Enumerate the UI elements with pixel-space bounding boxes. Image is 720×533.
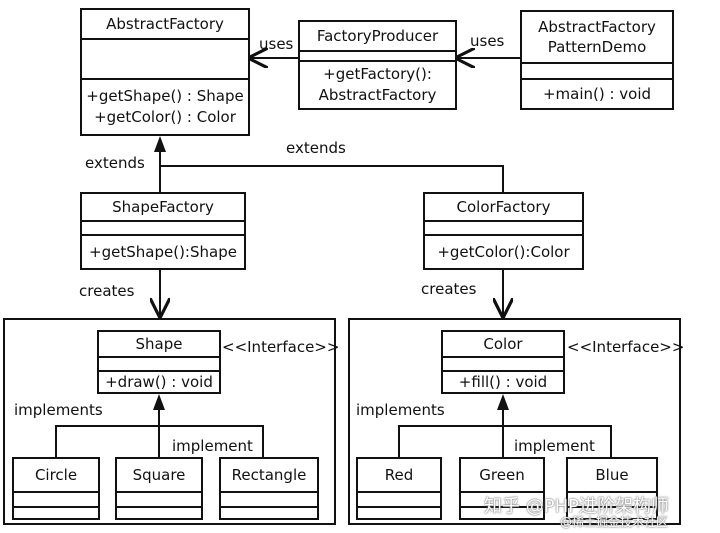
shape-package-frame [3, 318, 336, 525]
blue-class: Blue [566, 457, 658, 520]
color-interface-name: Color [443, 332, 563, 358]
circle-class: Circle [12, 457, 100, 520]
shape-factory-name: ShapeFactory [82, 194, 244, 222]
watermark-line1: 知乎 @PHP进阶架构师 [484, 496, 669, 517]
watermark-line2: @稀土掘金技术社区 [560, 515, 669, 529]
extends-arrowhead [154, 136, 166, 152]
creates-label-left: creates [79, 282, 135, 300]
extends-line-colorfactory [160, 165, 504, 192]
abstract-factory-op-getcolor: +getColor() : Color [94, 108, 236, 126]
implements-label-left: implements [14, 401, 103, 419]
pattern-demo-class: AbstractFactory PatternDemo +main() : vo… [520, 10, 674, 110]
color-factory-op-getcolor: +getColor():Color [437, 242, 570, 261]
rectangle-class: Rectangle [219, 457, 319, 520]
pattern-demo-name-line1: AbstractFactory [538, 18, 656, 36]
pattern-demo-name: AbstractFactory PatternDemo [522, 12, 672, 64]
shape-interface: Shape +draw() : void [97, 330, 221, 394]
circle-name: Circle [14, 459, 98, 493]
shape-stereotype: <<Interface>> [222, 338, 340, 356]
shape-interface-name: Shape [99, 332, 219, 358]
implements-line-circle [55, 425, 264, 457]
creates-label-right: creates [421, 280, 477, 298]
abstract-factory-name: AbstractFactory [82, 10, 248, 40]
color-op-fill: +fill() : void [458, 372, 548, 391]
shape-factory-class: ShapeFactory +getShape():Shape [80, 192, 246, 270]
green-name: Green [461, 459, 543, 493]
color-interface: Color +fill() : void [441, 330, 565, 394]
red-name: Red [358, 459, 440, 493]
factory-producer-class: FactoryProducer +getFactory(): AbstractF… [298, 20, 457, 110]
uses-label-1: uses [259, 35, 294, 53]
rectangle-name: Rectangle [221, 459, 317, 493]
pattern-demo-name-line2: PatternDemo [547, 38, 647, 56]
implement-label-right: implement [514, 437, 595, 455]
red-class: Red [356, 457, 442, 520]
abstract-factory-op-getshape: +getShape() : Shape [86, 87, 244, 105]
color-stereotype: <<Interface>> [567, 338, 685, 356]
pattern-demo-op-main: +main() : void [542, 84, 652, 103]
green-class: Green [459, 457, 545, 520]
square-name: Square [117, 459, 201, 493]
shape-op-draw: +draw() : void [105, 372, 213, 391]
color-package-frame [348, 318, 681, 525]
implements-arrowhead-shape [153, 394, 165, 410]
blue-name: Blue [568, 459, 656, 493]
implements-line-red [398, 425, 612, 457]
implements-arrowhead-color [497, 394, 509, 410]
implements-label-right: implements [356, 401, 445, 419]
uses-label-2: uses [470, 32, 505, 50]
implement-label-left: implement [172, 437, 253, 455]
abstract-factory-class: AbstractFactory +getShape() : Shape +get… [80, 8, 250, 136]
extends-label-left: extends [85, 154, 145, 172]
factory-producer-op-line1: +getFactory(): [323, 65, 432, 83]
extends-label-top: extends [286, 139, 346, 157]
factory-producer-op-line2: AbstractFactory [318, 86, 437, 104]
factory-producer-name: FactoryProducer [300, 22, 455, 52]
square-class: Square [115, 457, 203, 520]
shape-factory-op-getshape: +getShape():Shape [89, 242, 237, 261]
color-factory-name: ColorFactory [425, 194, 582, 222]
color-factory-class: ColorFactory +getColor():Color [423, 192, 584, 270]
